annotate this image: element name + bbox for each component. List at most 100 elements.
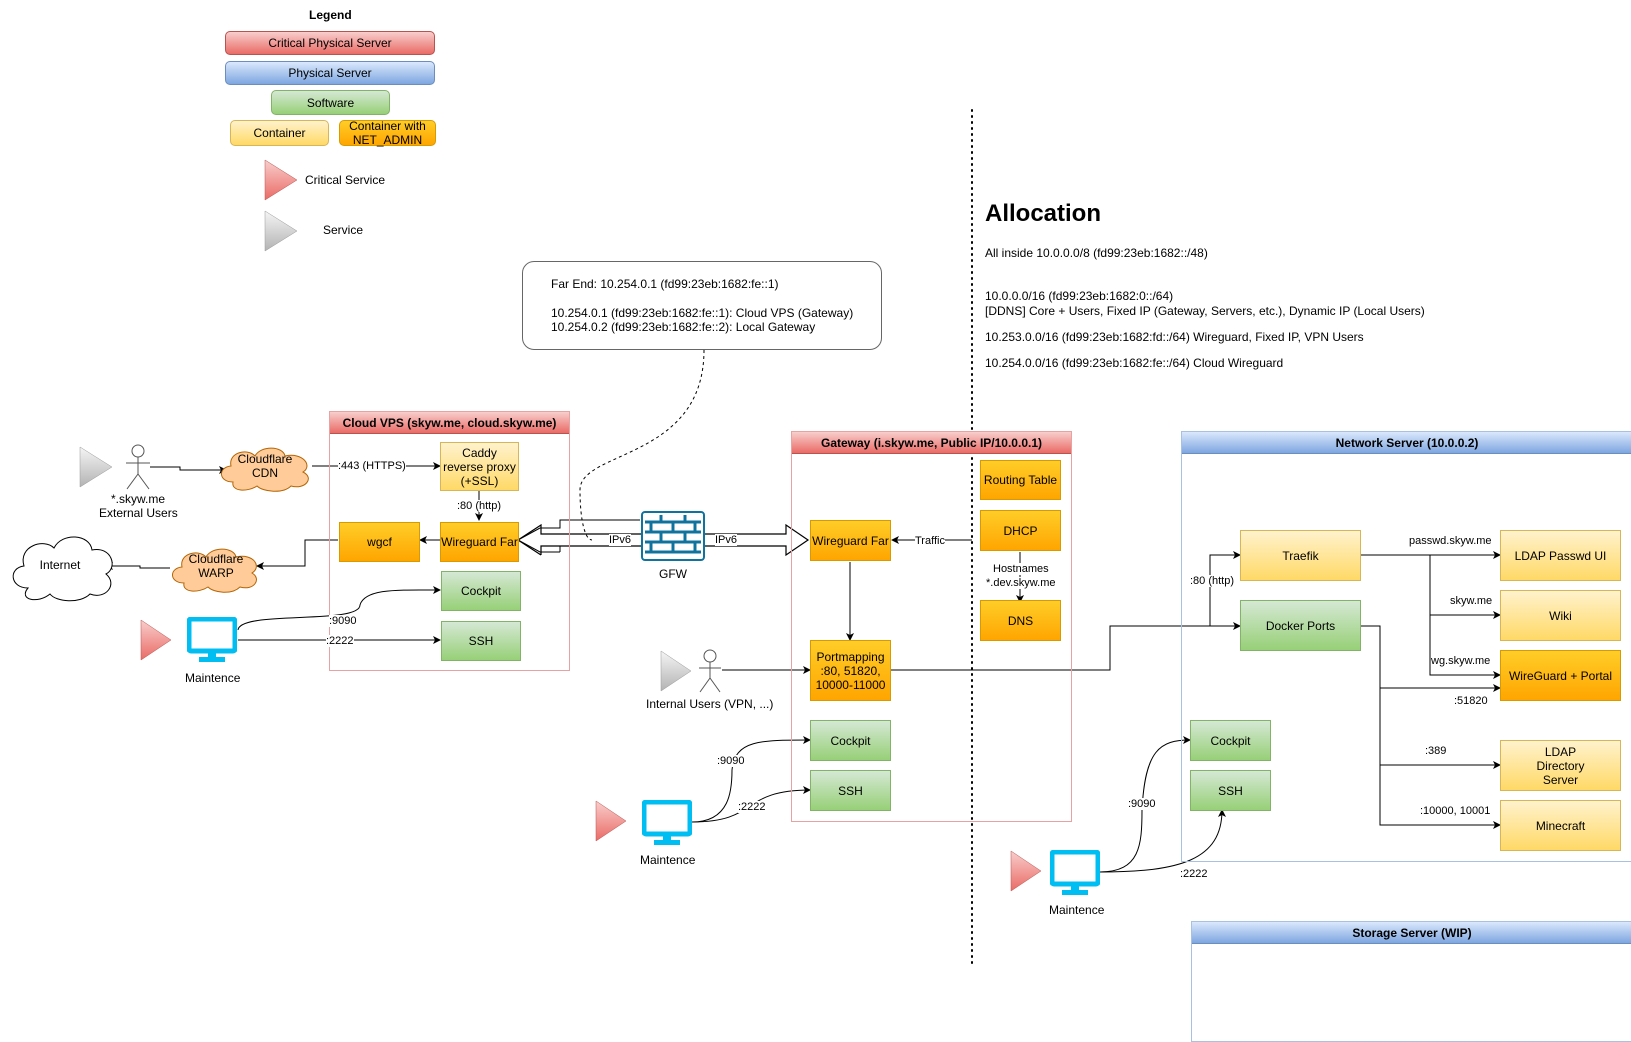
edge-label-https: :443 (HTTPS) (338, 460, 406, 472)
minecraft-box[interactable]: Minecraft (1500, 800, 1621, 851)
edge-label-mc-ports: :10000, 10001 (1420, 805, 1491, 817)
note-connector (579, 349, 705, 541)
edge-mns-ssh (1099, 809, 1226, 873)
edge-label-ns-http: :80 (http) (1190, 575, 1235, 587)
cloud-vps-container: Cloud VPS (skyw.me, cloud.skyw.me) (329, 411, 570, 671)
edge-warp-internet (105, 562, 170, 570)
vps-ssh-box[interactable]: SSH (441, 621, 521, 661)
cloud-vps-title: Cloud VPS (skyw.me, cloud.skyw.me) (330, 412, 569, 434)
gateway-title: Gateway (i.skyw.me, Public IP/10.0.0.1) (792, 432, 1071, 454)
wgcf-box[interactable]: wgcf (339, 522, 420, 562)
ipv6-arrow-left-shape (517, 523, 642, 556)
gw-cockpit-box[interactable]: Cockpit (810, 720, 891, 761)
edge-mgw-cockpit (691, 736, 811, 823)
portmapping-box[interactable]: Portmapping :80, 51820, 10000-11000 (810, 640, 891, 701)
ldap-passwd-ui-box[interactable]: LDAP Passwd UI (1500, 530, 1621, 581)
maint-vps-label: Maintence (185, 671, 241, 685)
edge-label-ns-cockpit: :9090 (1128, 798, 1156, 810)
wiki-box[interactable]: Wiki (1500, 590, 1621, 641)
allocation-line-3: [DDNS] Core + Users, Fixed IP (Gateway, … (985, 304, 1425, 318)
gfw-label: GFW (659, 567, 687, 581)
gw-wireguard-far-box[interactable]: Wireguard Far (810, 520, 891, 561)
docker-ports-box[interactable]: Docker Ports (1240, 600, 1361, 651)
note-line-3: 10.254.0.2 (fd99:23eb:1682:fe::2): Local… (551, 320, 816, 334)
internal-users-actor-icon (699, 649, 721, 693)
internet-cloud-icon (12, 536, 113, 602)
vps-cockpit-box[interactable]: Cockpit (441, 571, 521, 611)
allocation-title: Allocation (985, 200, 1102, 227)
note-line-1: Far End: 10.254.0.1 (fd99:23eb:1682:fe::… (551, 277, 779, 291)
edge-docker-mc (1379, 765, 1501, 829)
maint-ns-label: Maintence (1049, 903, 1105, 917)
ns-ssh-box[interactable]: SSH (1190, 770, 1271, 811)
cloudflare-cdn-cloud-icon (221, 447, 309, 492)
edge-to-traefik (1209, 551, 1241, 626)
allocation-line-4: 10.253.0.0/16 (fd99:23eb:1682:fd::/64) W… (985, 330, 1364, 344)
legend-physical-server: Physical Server (225, 61, 435, 85)
edge-wgcf-warp (256, 539, 338, 570)
internet-label: Internet (39, 558, 81, 572)
maint-gw-label: Maintence (640, 853, 696, 867)
allocation-line-1: All inside 10.0.0.0/8 (fd99:23eb:1682::/… (985, 246, 1208, 260)
edge-label-ipv6-right: IPv6 (715, 534, 738, 546)
ext-users-label-1: *.skyw.me (111, 492, 166, 506)
storage-server-title: Storage Server (WIP) (1192, 922, 1631, 944)
wireguard-note: Far End: 10.254.0.1 (fd99:23eb:1682:fe::… (522, 261, 882, 350)
ext-users-label-2: External Users (99, 506, 178, 520)
note-line-2: 10.254.0.1 (fd99:23eb:1682:fe::1): Cloud… (551, 306, 854, 320)
edge-mvps-cockpit (237, 585, 441, 631)
caddy-box[interactable]: Caddy reverse proxy (+SSL) (440, 442, 519, 491)
gfw-firewall-icon (641, 511, 705, 561)
allocation-line-5: 10.254.0.0/16 (fd99:23eb:1682:fe::/64) C… (985, 356, 1284, 370)
edge-label-wiki-host: skyw.me (1450, 595, 1493, 607)
legend-critical-physical-server: Critical Physical Server (225, 31, 435, 55)
dns-box[interactable]: DNS (980, 600, 1061, 641)
maint-ns-monitor-icon (1050, 850, 1100, 895)
edge-label-wg-host: wg.skyw.me (1431, 655, 1491, 667)
ldap-directory-box[interactable]: LDAP Directory Server (1500, 740, 1621, 791)
edge-label-wg-port: :51820 (1454, 695, 1488, 707)
internal-users-label: Internal Users (VPN, ...) (646, 697, 774, 711)
edge-mns-cockpit (1099, 736, 1191, 873)
edge-label-ldap-port: :389 (1425, 745, 1447, 757)
edge-docker-wg (1360, 625, 1501, 692)
ext-users-service-icon (79, 446, 113, 488)
ext-users-actor-icon (126, 444, 150, 490)
network-server-container: Network Server (10.0.0.2) (1181, 431, 1631, 862)
edge-label-ipv6-left: IPv6 (609, 534, 632, 546)
vps-wireguard-far-box[interactable]: Wireguard Far (440, 522, 519, 562)
maint-vps-critical-icon (140, 619, 172, 661)
edge-label-gw-ssh: :2222 (738, 801, 766, 813)
legend-critical-service-label: Critical Service (305, 173, 386, 187)
maint-vps-monitor-icon (187, 617, 237, 662)
internal-users-service-icon (660, 650, 692, 692)
cloudflare-warp-cloud-icon (172, 548, 257, 593)
cloudflare-warp-label: Cloudflare WARP (188, 552, 244, 580)
edge-label-vps-cockpit: :9090 (329, 615, 357, 627)
edge-label-vps-ssh: :2222 (326, 635, 354, 647)
traefik-box[interactable]: Traefik (1240, 530, 1361, 581)
gw-ssh-box[interactable]: SSH (810, 770, 891, 811)
edge-label-gw-cockpit: :9090 (717, 755, 745, 767)
service-triangle-icon (264, 210, 298, 252)
cloudflare-cdn-label: Cloudflare CDN (237, 452, 293, 480)
legend-container-net-admin: Container with NET_ADMIN (339, 119, 436, 147)
wireguard-portal-box[interactable]: WireGuard + Portal (1500, 650, 1621, 701)
maint-ns-critical-icon (1010, 850, 1042, 892)
edge-label-hostnames-2: *.dev.skyw.me (986, 577, 1056, 589)
gateway-container: Gateway (i.skyw.me, Public IP/10.0.0.1) (791, 431, 1072, 822)
storage-server-container: Storage Server (WIP) (1191, 921, 1631, 1042)
edge-users-cdn (150, 466, 227, 474)
routing-table-box[interactable]: Routing Table (980, 460, 1061, 500)
edge-label-ns-ssh: :2222 (1180, 868, 1208, 880)
edge-traefik-wg (1429, 615, 1501, 679)
dhcp-box[interactable]: DHCP (980, 510, 1061, 551)
edge-portmap-ns (890, 622, 1241, 671)
ns-cockpit-box[interactable]: Cockpit (1190, 720, 1271, 761)
maint-gw-monitor-icon (642, 800, 692, 845)
legend-software: Software (271, 90, 390, 115)
legend-service-label: Service (323, 223, 364, 237)
critical-service-triangle-icon (264, 159, 298, 201)
allocation-line-2: 10.0.0.0/16 (fd99:23eb:1682:0::/64) (985, 289, 1174, 303)
legend-container: Container (230, 120, 329, 146)
